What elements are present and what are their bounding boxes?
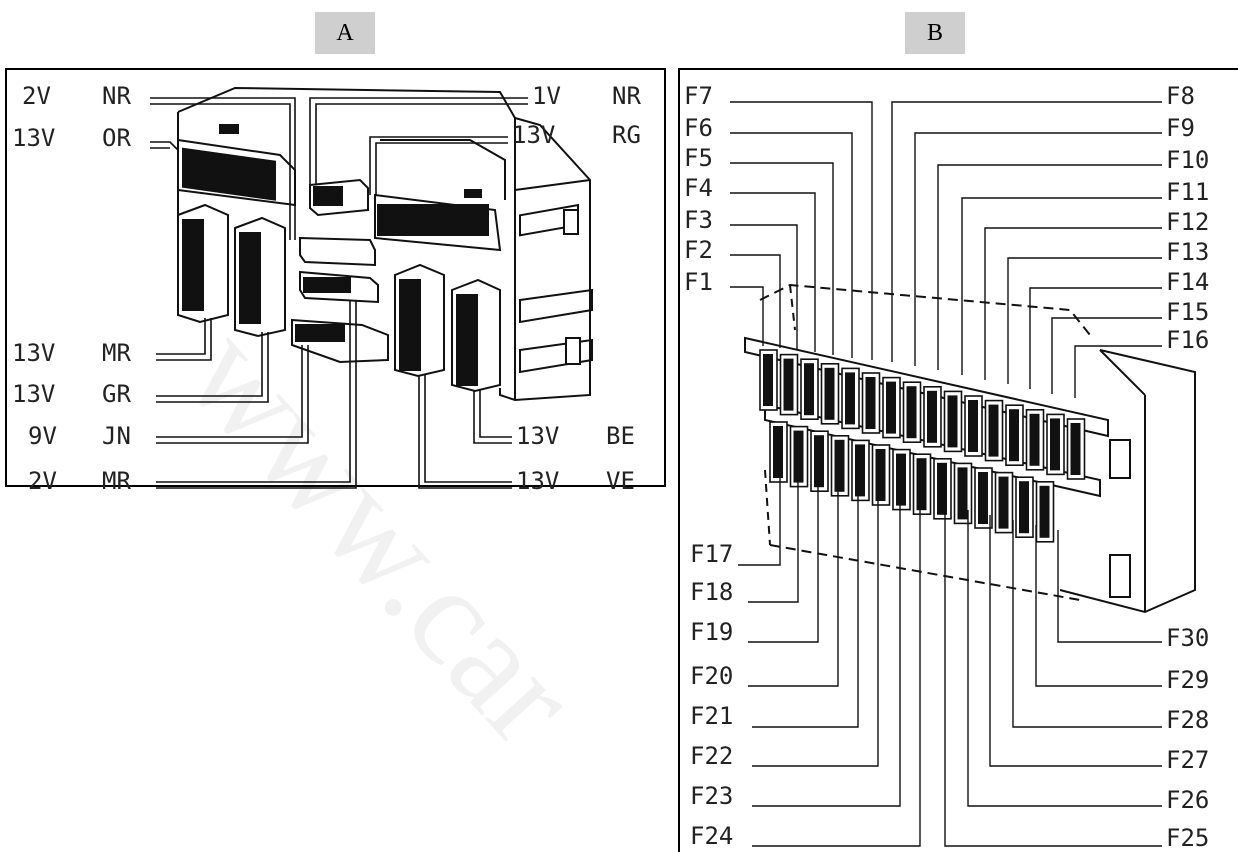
label-a-l3-color: GR xyxy=(102,380,131,408)
fuse-label-f30: F30 xyxy=(1166,624,1209,652)
label-a-r0-voltage: 1V xyxy=(532,82,561,110)
fuse-element xyxy=(875,449,886,501)
label-a-r3-color: VE xyxy=(606,467,635,495)
fuse-element xyxy=(896,453,906,506)
label-a-r1-color: RG xyxy=(612,121,641,149)
label-a-r2-voltage: 13V xyxy=(516,422,559,450)
panel-b-top-right-labels: F8 F9 F10 F11 F12 F13 F14 F15 F16 xyxy=(1166,82,1209,354)
fuse-element xyxy=(855,444,865,497)
fuse-element xyxy=(927,390,937,443)
fuse-element xyxy=(783,358,794,411)
fuse-label-f1: F1 xyxy=(684,268,713,296)
fuse-label-f16: F16 xyxy=(1166,326,1209,354)
fuse-element xyxy=(1009,409,1019,462)
label-a-r2-color: BE xyxy=(606,422,635,450)
fuse-element xyxy=(978,472,988,524)
label-a-l0-color: NR xyxy=(102,82,131,110)
fuse-label-f7: F7 xyxy=(684,82,713,110)
fuse-label-f26: F26 xyxy=(1166,786,1209,814)
fuse-element xyxy=(886,381,896,434)
panel-a-left-labels: 2V NR 13V OR 13V MR 13V GR 9V JN 2V MR xyxy=(12,82,131,495)
fuse-element xyxy=(906,386,917,439)
fuse-label-f10: F10 xyxy=(1166,146,1209,174)
panel-b-bottom-left-labels: F17 F18 F19 F20 F21 F22 F23 F24 xyxy=(690,540,733,850)
label-a-l2-voltage: 13V xyxy=(12,339,55,367)
label-a-l2-color: MR xyxy=(102,339,131,367)
fuse-element xyxy=(988,404,999,457)
fuse-element xyxy=(814,435,824,488)
fuse-element xyxy=(968,400,978,452)
fuse-element xyxy=(804,363,814,416)
relay-box-a xyxy=(177,86,593,402)
label-a-r1-voltage: 13V xyxy=(512,121,555,149)
wires-a xyxy=(150,97,528,489)
fuse-label-f25: F25 xyxy=(1166,824,1209,852)
fuse-element xyxy=(937,462,947,515)
fuse-element xyxy=(793,430,804,483)
fuse-element xyxy=(957,467,968,520)
panel-b-frame xyxy=(678,68,1238,852)
fuse-label-f21: F21 xyxy=(690,702,733,730)
fuse-label-f12: F12 xyxy=(1166,208,1209,236)
fuse-label-f2: F2 xyxy=(684,236,713,264)
fuse-row-lower xyxy=(769,421,1055,543)
fuse-label-f20: F20 xyxy=(690,662,733,690)
fuse-label-f29: F29 xyxy=(1166,666,1209,694)
label-a-l3-voltage: 13V xyxy=(12,380,55,408)
fuse-label-f6: F6 xyxy=(684,114,713,142)
label-a-l4-color: JN xyxy=(102,422,131,450)
label-a-l1-color: OR xyxy=(102,124,131,152)
fuse-element xyxy=(773,426,783,478)
fuse-label-f22: F22 xyxy=(690,742,733,770)
fuse-label-f24: F24 xyxy=(690,822,733,850)
fuse-label-f28: F28 xyxy=(1166,706,1209,734)
label-a-l1-voltage: 13V xyxy=(12,124,55,152)
fuse-label-f11: F11 xyxy=(1166,178,1209,206)
fuse-element xyxy=(845,372,855,425)
fuse-element xyxy=(865,377,876,429)
panel-b-tag: B xyxy=(905,12,965,54)
fuse-element xyxy=(998,476,1009,529)
fuse-label-f17: F17 xyxy=(690,540,733,568)
panel-b-top-left-labels: F7 F6 F5 F4 F3 F2 F1 xyxy=(684,82,713,296)
fuse-element xyxy=(763,354,773,406)
fuse-label-f23: F23 xyxy=(690,782,733,810)
label-a-l5-color: MR xyxy=(102,467,131,495)
fuse-element xyxy=(1029,413,1040,466)
fuse-element xyxy=(1070,423,1081,475)
label-a-l0-voltage: 2V xyxy=(22,82,51,110)
fuse-label-f4: F4 xyxy=(684,174,713,202)
fuse-element xyxy=(1039,485,1050,538)
fuse-element xyxy=(947,395,958,448)
label-a-l4-voltage: 9V xyxy=(28,422,57,450)
panel-a-frame xyxy=(5,68,666,487)
leaders-b xyxy=(730,101,1162,847)
fuse-label-f13: F13 xyxy=(1166,238,1209,266)
fuse-label-f19: F19 xyxy=(690,618,733,646)
fuse-element xyxy=(1050,418,1060,471)
fuse-label-f15: F15 xyxy=(1166,298,1209,326)
fuse-label-f27: F27 xyxy=(1166,746,1209,774)
fuse-row-upper xyxy=(759,349,1086,480)
fuse-label-f8: F8 xyxy=(1166,82,1195,110)
fuse-element xyxy=(916,458,927,511)
panel-b-bottom-right-labels: F30 F29 F28 F27 F26 F25 xyxy=(1166,624,1209,852)
fuse-element xyxy=(1019,481,1029,534)
label-a-l5-voltage: 2V xyxy=(28,467,57,495)
fuse-element xyxy=(824,367,835,420)
panel-a-right-labels: 1V NR 13V RG 13V BE 13V VE xyxy=(512,82,641,495)
fuse-label-f9: F9 xyxy=(1166,114,1195,142)
fuse-element xyxy=(834,439,845,492)
fuse-label-f14: F14 xyxy=(1166,268,1209,296)
fuse-label-f5: F5 xyxy=(684,144,713,172)
fuse-label-f18: F18 xyxy=(690,578,733,606)
label-a-r3-voltage: 13V xyxy=(516,467,559,495)
fuse-label-f3: F3 xyxy=(684,206,713,234)
panel-a-tag: A xyxy=(315,12,375,54)
label-a-r0-color: NR xyxy=(612,82,641,110)
